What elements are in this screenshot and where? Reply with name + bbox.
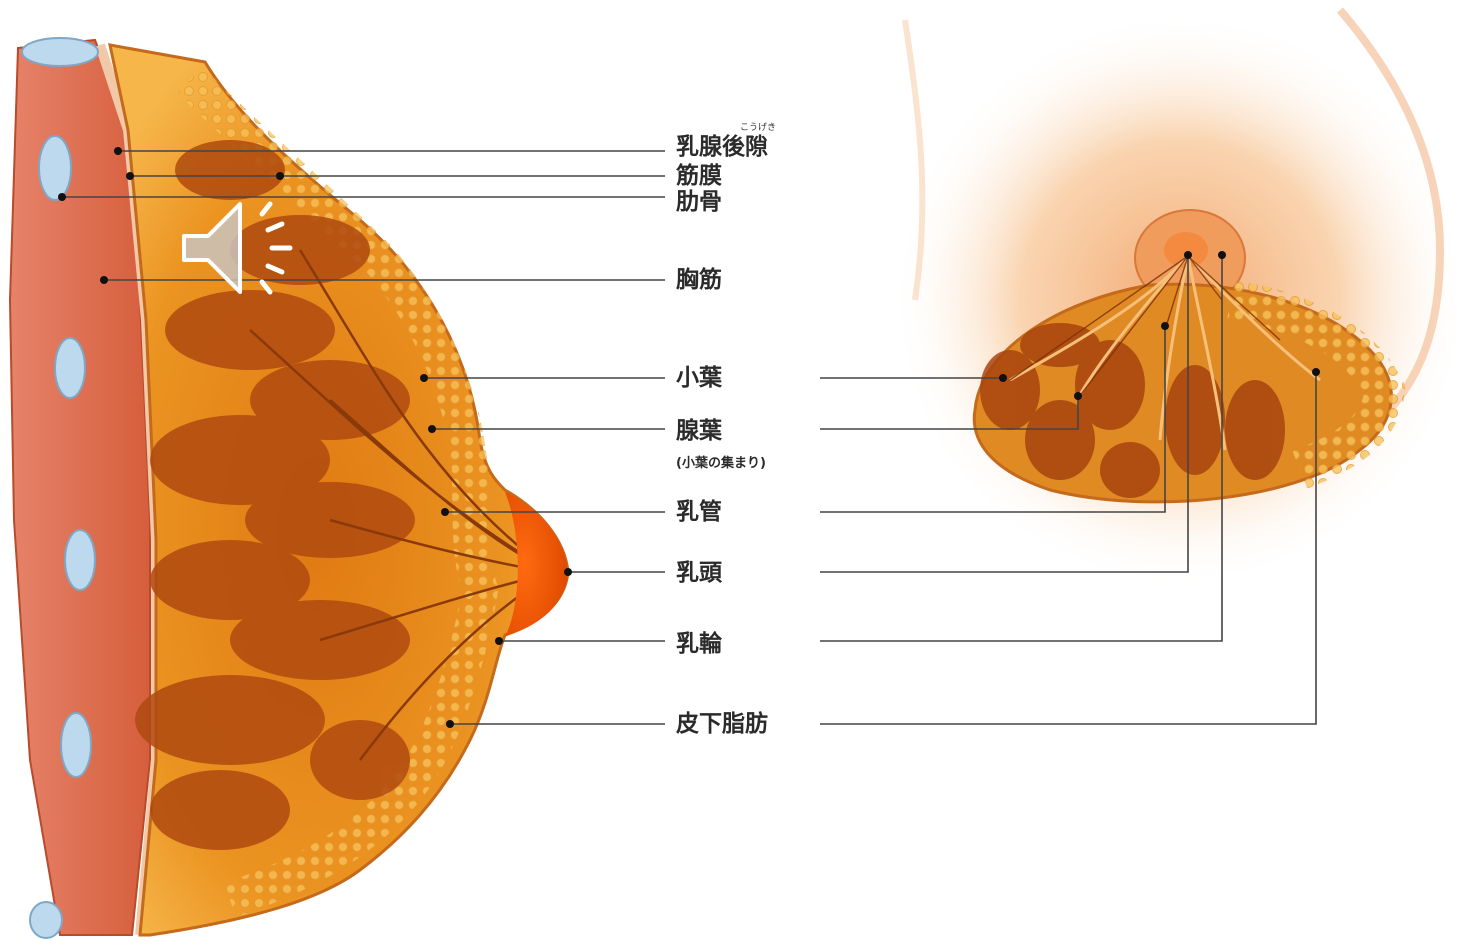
label-retromammary-space: 乳腺後隙 (676, 134, 768, 160)
label-lobe: 腺葉 (676, 418, 722, 444)
label-rib: 肋骨 (676, 189, 722, 215)
label-nipple: 乳頭 (676, 560, 722, 586)
cross-section-illustration (10, 38, 568, 938)
speaker-icon[interactable] (178, 192, 303, 304)
label-lobe-note: (小葉の集まり) (676, 452, 766, 471)
label-duct: 乳管 (676, 499, 722, 525)
label-areola: 乳輪 (676, 631, 722, 657)
label-fascia: 筋膜 (676, 163, 722, 189)
label-lobule: 小葉 (676, 365, 722, 391)
label-subcutaneous-fat: 皮下脂肪 (676, 711, 768, 737)
frontal-view-illustration (890, 10, 1468, 590)
retromammary-ruby: こうげき (740, 120, 776, 133)
label-pectoral-muscle: 胸筋 (676, 267, 722, 293)
